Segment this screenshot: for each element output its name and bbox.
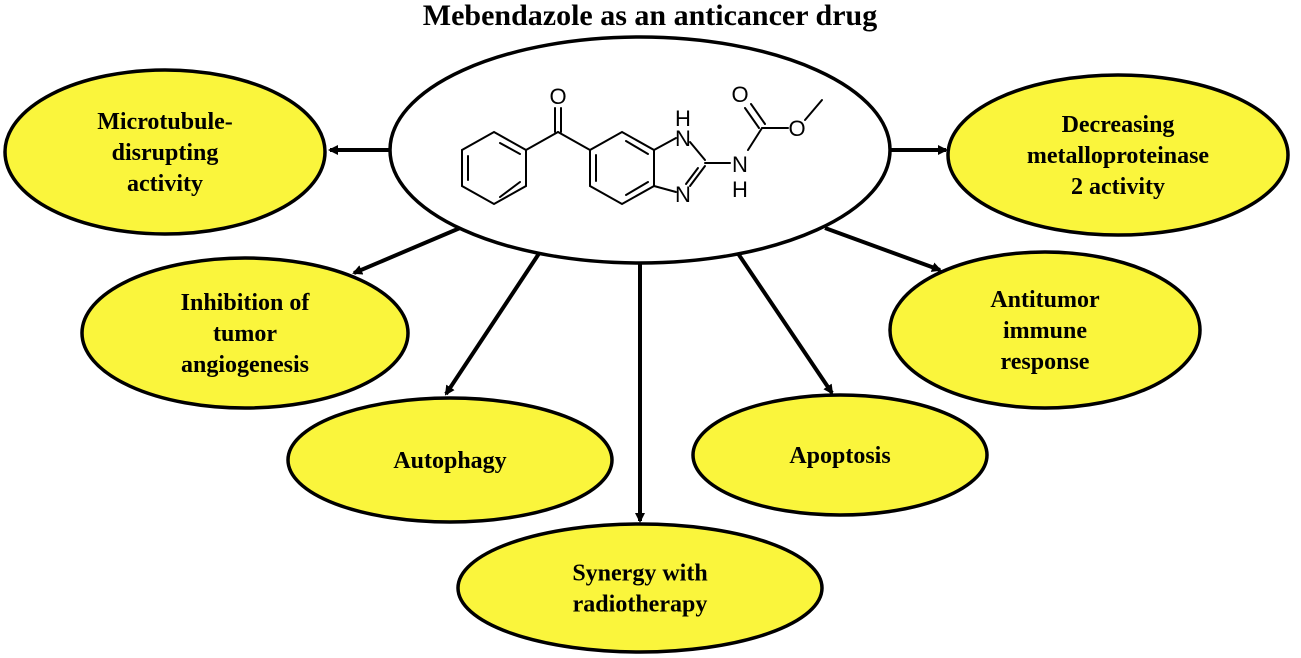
- diagram-title: Mebendazole as an anticancer drug: [423, 0, 877, 32]
- node-ellipse: [946, 73, 1290, 237]
- arrow-to-apoptosis: [735, 250, 834, 395]
- node-label-line: metalloproteinase: [1027, 143, 1210, 169]
- node-ellipse: [3, 68, 327, 236]
- node-label-line: immune: [1003, 318, 1087, 344]
- node-label-line: angiogenesis: [181, 352, 309, 378]
- node-ellipse: [456, 522, 824, 654]
- node-label-line: Synergy with: [572, 561, 707, 587]
- node-label: Synergy with radiotherapy: [572, 561, 707, 618]
- arrow-to-immune: [824, 226, 942, 272]
- node-label: Autophagy: [393, 448, 506, 474]
- atom-h-ring: H: [675, 106, 691, 131]
- node-ellipse: [888, 250, 1202, 410]
- arrows: [328, 145, 948, 523]
- node-label-line: Apoptosis: [789, 443, 890, 469]
- node-label: Microtubule-disrupting activity: [97, 109, 233, 197]
- node-ellipse: [80, 256, 410, 410]
- node-label: Decreasing metalloproteinase 2 activity: [1027, 112, 1210, 200]
- node-label: Inhibition of tumor angiogenesis: [181, 290, 311, 378]
- node-immune: Antitumor immune response: [888, 250, 1202, 410]
- center-node: O H N N N H O O: [388, 35, 892, 265]
- node-label: Antitumor immune response: [990, 287, 1100, 375]
- atom-n-ring-bottom: N: [675, 182, 691, 207]
- atom-o-ketone: O: [549, 84, 566, 109]
- node-metalloproteinase: Decreasing metalloproteinase 2 activity: [946, 73, 1290, 237]
- arrow-to-angiogenesis: [352, 226, 461, 275]
- node-label: Apoptosis: [789, 443, 890, 469]
- node-ellipse: [286, 396, 614, 524]
- node-label-line: Inhibition of: [181, 290, 311, 316]
- node-ellipse: [691, 393, 989, 517]
- atom-n-ring-top: N: [675, 126, 691, 151]
- arrow-to-autophagy: [444, 250, 542, 396]
- node-label-line: Microtubule-: [97, 109, 233, 135]
- node-label-line: Decreasing: [1062, 112, 1175, 138]
- node-radiotherapy: Synergy with radiotherapy: [456, 522, 824, 654]
- node-label-line: response: [1001, 349, 1090, 375]
- node-label-line: activity: [127, 171, 203, 197]
- node-autophagy: Autophagy: [286, 396, 614, 524]
- node-label-line: Antitumor: [990, 287, 1100, 313]
- atom-o-carbonyl: O: [731, 82, 748, 107]
- node-label-line: disrupting: [112, 140, 219, 166]
- atom-o-ether: O: [788, 116, 805, 141]
- mebendazole-structure-icon: O H N N N H O O: [461, 82, 823, 207]
- atom-h-amide: H: [732, 177, 748, 202]
- node-microtubule: Microtubule-disrupting activity: [3, 68, 327, 236]
- node-apoptosis: Apoptosis: [691, 393, 989, 517]
- node-angiogenesis: Inhibition of tumor angiogenesis: [80, 256, 410, 410]
- node-label-line: Autophagy: [393, 448, 506, 474]
- atom-n-amide: N: [732, 152, 748, 177]
- node-label-line: radiotherapy: [573, 592, 708, 618]
- node-label-line: tumor: [213, 321, 277, 347]
- node-label-line: 2 activity: [1071, 174, 1165, 200]
